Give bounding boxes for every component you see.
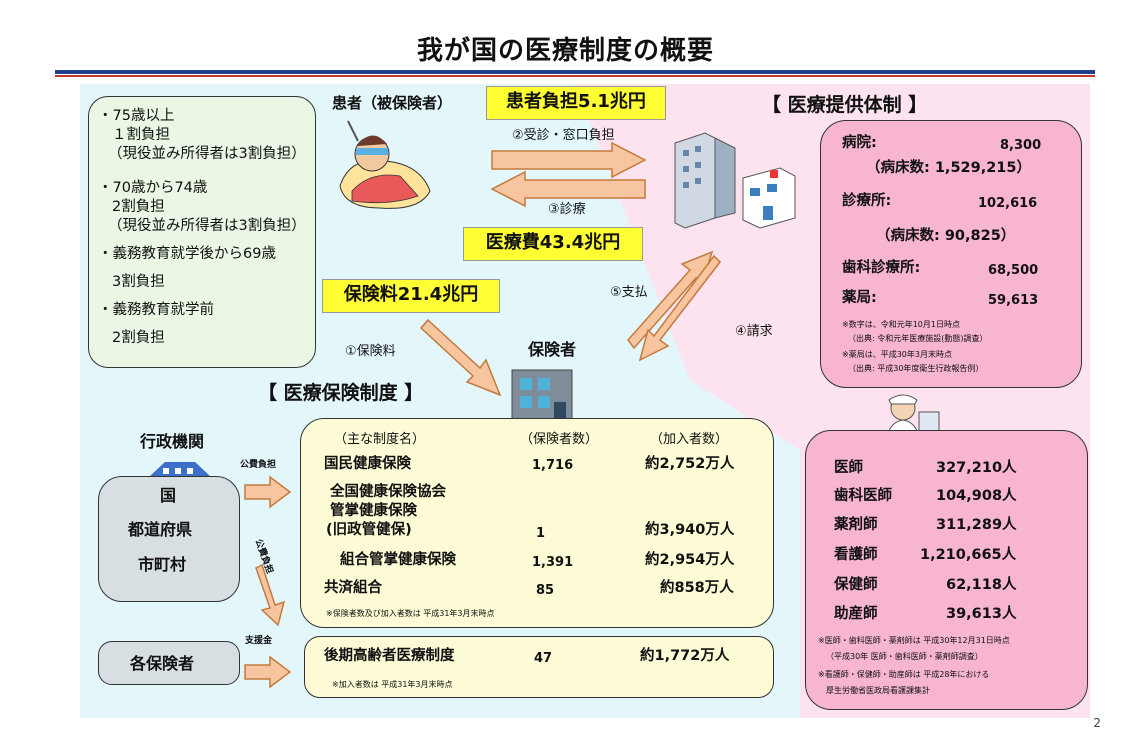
copay-70-note: （現役並み所得者は3割負担） — [108, 218, 306, 234]
medical-cost-label: 医療費43.4兆円 — [463, 227, 643, 261]
scheme-4-name: 共済組合 — [324, 580, 382, 596]
pharmacy-value: 59,613 — [988, 293, 1039, 308]
hospital-building-icon — [674, 132, 796, 229]
copay-75-note: （現役並み所得者は3割負担） — [108, 146, 306, 162]
scheme-1-members: 約2,752万人 — [645, 456, 735, 472]
copay-70: ・70歳から74歳 — [98, 180, 208, 196]
clinic-beds: （病床数: 90,825） — [876, 228, 1016, 244]
professionals-box — [805, 430, 1088, 710]
step5-label: ⑤支払 — [610, 285, 648, 300]
pro-label-4: 看護師 — [834, 547, 878, 563]
pro-label-2: 歯科医師 — [834, 488, 892, 504]
patient-burden-label: 患者負担5.1兆円 — [486, 86, 666, 120]
patient-label: 患者（被保険者） — [332, 94, 453, 112]
scheme-2-insurers: 1 — [536, 526, 546, 541]
pro-label-3: 薬剤師 — [834, 517, 878, 533]
pharmacy-label: 薬局: — [842, 290, 877, 306]
scheme-1-insurers: 1,716 — [532, 458, 574, 473]
scheme-4-insurers: 85 — [536, 583, 555, 598]
elderly-scheme-members: 約1,772万人 — [640, 648, 730, 664]
dental-value: 68,500 — [988, 263, 1039, 278]
copay-preschool: ・義務教育就学前 — [98, 302, 214, 318]
premium-label: 保険料21.4兆円 — [322, 279, 500, 313]
copay-75: ・75歳以上 — [98, 108, 175, 124]
scheme-header-insurers: （保険者数） — [520, 432, 599, 447]
pro-note1: ※医師・歯科医師・薬剤師は 平成30年12月31日時点 — [818, 636, 1010, 645]
hospital-beds: （病床数: 1,529,215） — [866, 160, 1031, 176]
insurer-label: 保険者 — [528, 340, 577, 359]
title-underline-red — [55, 75, 1095, 77]
pro-value-4: 1,210,665人 — [920, 547, 1017, 563]
scheme-2-name-1: 全国健康保険協会 — [330, 484, 446, 500]
facilities-box — [820, 120, 1082, 388]
step4-label: ④請求 — [735, 324, 773, 339]
page-number: 2 — [1093, 716, 1101, 730]
elderly-scheme-note: ※加入者数は 平成31年3月末時点 — [332, 680, 453, 689]
pro-label-5: 保健師 — [834, 577, 878, 593]
schemes-box — [300, 418, 774, 628]
pro-label-6: 助産師 — [834, 606, 878, 622]
page-title: 我が国の医療制度の概要 — [416, 36, 714, 66]
section-provision-title: 【 医療提供体制 】 — [762, 94, 928, 116]
pro-note3: ※看護師・保健師・助産師は 平成28年における — [818, 670, 990, 679]
title-underline-blue — [55, 70, 1095, 74]
facilities-note3: ※薬局は、平成30年3月末時点 — [842, 350, 952, 359]
hospital-label: 病院: — [842, 135, 877, 151]
pro-value-6: 39,613人 — [946, 606, 1017, 622]
dental-label: 歯科診療所: — [842, 260, 921, 276]
pro-value-2: 104,908人 — [936, 488, 1017, 504]
copayment-box — [88, 96, 316, 368]
admin-prefecture: 都道府県 — [128, 520, 193, 539]
step1-label: ①保険料 — [345, 344, 396, 359]
scheme-header-members: （加入者数） — [650, 432, 729, 447]
copay-75-rate: １割負担 — [112, 127, 170, 143]
copay-school: ・義務教育就学後から69歳 — [98, 246, 276, 262]
copay-preschool-rate: 2割負担 — [112, 330, 165, 346]
schemes-note: ※保険者数及び加入者数は 平成31年3月末時点 — [326, 609, 495, 618]
insurer-building-icon — [511, 369, 573, 423]
scheme-4-members: 約858万人 — [660, 580, 734, 596]
scheme-3-name: 組合管掌健康保険 — [340, 552, 456, 568]
pro-note4: 厚生労働省医政局看護課集計 — [826, 686, 930, 695]
pro-note2: （平成30年 医師・歯科医師・薬剤師調査） — [826, 652, 983, 661]
public-burden-label: 公費負担 — [240, 460, 277, 470]
admin-title: 行政機関 — [140, 432, 205, 451]
elderly-scheme-insurers: 47 — [534, 651, 553, 666]
step3-label: ③診療 — [548, 202, 586, 217]
admin-box — [98, 476, 240, 602]
copay-school-rate: 3割負担 — [112, 274, 165, 290]
facilities-note4: （出典: 平成30年度衛生行政報告例） — [848, 364, 984, 373]
pro-value-3: 311,289人 — [936, 517, 1017, 533]
scheme-1-name: 国民健康保険 — [324, 456, 411, 472]
hospital-value: 8,300 — [1000, 138, 1042, 153]
step2-label: ②受診・窓口負担 — [512, 128, 615, 143]
scheme-2-name-2: 管掌健康保険 — [330, 503, 417, 519]
admin-country: 国 — [160, 486, 177, 505]
sick-patient-icon — [339, 120, 431, 209]
admin-municipality: 市町村 — [138, 555, 187, 574]
facilities-note1: ※数字は、令和元年10月1日時点 — [842, 320, 960, 329]
scheme-2-members: 約3,940万人 — [645, 522, 735, 538]
scheme-header-name: （主な制度名） — [334, 432, 426, 447]
each-insurer-box — [98, 641, 240, 685]
pro-value-1: 327,210人 — [936, 460, 1017, 476]
clinic-label: 診療所: — [842, 193, 892, 209]
support-fund-label: 支援金 — [245, 636, 273, 646]
scheme-3-insurers: 1,391 — [532, 555, 574, 570]
each-insurer-label: 各保険者 — [130, 654, 195, 673]
clinic-value: 102,616 — [978, 196, 1038, 211]
scheme-2-name-3: (旧政管健保) — [326, 522, 412, 538]
pro-value-5: 62,118人 — [946, 577, 1017, 593]
facilities-note2: （出典: 令和元年医療施設(動態)調査） — [848, 334, 988, 343]
copay-70-rate: 2割負担 — [112, 199, 165, 215]
elderly-scheme-name: 後期高齢者医療制度 — [324, 648, 455, 664]
section-insurance-title: 【 医療保険制度 】 — [258, 382, 424, 404]
elderly-scheme-box — [304, 636, 774, 698]
scheme-3-members: 約2,954万人 — [645, 552, 735, 568]
pro-label-1: 医師 — [834, 460, 863, 476]
